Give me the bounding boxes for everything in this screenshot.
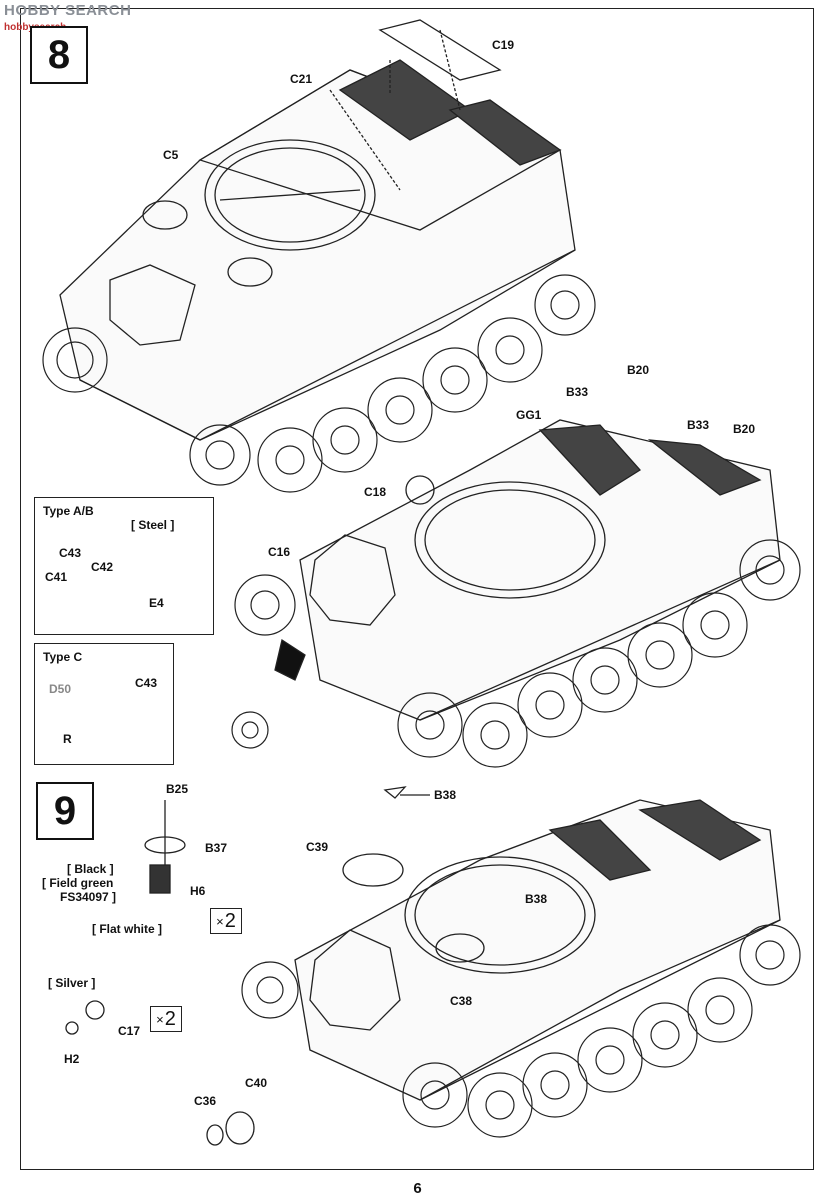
step-9-number: 9 xyxy=(36,782,94,840)
type-c-box: Type C D50 C43 R xyxy=(34,643,174,765)
mult-value-b: 2 xyxy=(164,1007,176,1030)
step-8-number: 8 xyxy=(30,26,88,84)
label-b38-b: B38 xyxy=(525,892,548,906)
label-c19: C19 xyxy=(492,38,515,52)
label-c36: C36 xyxy=(194,1094,217,1108)
label-c40: C40 xyxy=(245,1076,268,1090)
step8-lower-hull-drawing xyxy=(274,419,781,721)
label-c42: C42 xyxy=(91,560,114,574)
label-e4: E4 xyxy=(149,596,164,610)
step8-lower-wheels xyxy=(231,539,801,768)
mult-value-a: 2 xyxy=(224,909,236,932)
label-c5: C5 xyxy=(163,148,179,162)
step9-wheels xyxy=(241,924,801,1138)
label-c38: C38 xyxy=(450,994,473,1008)
label-c17: C17 xyxy=(118,1024,141,1038)
label-c16: C16 xyxy=(268,545,291,559)
label-silver: [ Silver ] xyxy=(48,976,96,990)
label-c43-c: C43 xyxy=(135,676,158,690)
label-c39: C39 xyxy=(306,840,329,854)
page-number: 6 xyxy=(413,1180,422,1197)
label-black: [ Black ] xyxy=(67,862,114,876)
quantity-x2-b: ×2 xyxy=(150,1006,182,1032)
label-b37: B37 xyxy=(205,841,228,855)
step8-upper-hull-drawing xyxy=(59,19,576,441)
label-r: R xyxy=(63,732,72,746)
label-b20-b: B20 xyxy=(733,422,756,436)
label-b25: B25 xyxy=(166,782,189,796)
page-frame xyxy=(20,8,814,1170)
label-steel: [ Steel ] xyxy=(131,518,175,532)
label-d50: D50 xyxy=(49,682,72,696)
type-ab-title: Type A/B xyxy=(43,504,94,518)
mult-sign-b: × xyxy=(156,1011,164,1027)
quantity-x2-a: ×2 xyxy=(210,908,242,934)
label-flat-white: [ Flat white ] xyxy=(92,922,162,936)
label-gg1: GG1 xyxy=(516,408,542,422)
label-h2: H2 xyxy=(64,1052,80,1066)
watermark: HOBBY SEARCH xyxy=(4,2,132,19)
label-b20-a: B20 xyxy=(627,363,650,377)
label-c43-ab: C43 xyxy=(59,546,82,560)
mult-sign-a: × xyxy=(216,913,224,929)
step8-upper-wheels xyxy=(42,274,596,493)
label-fs34097: FS34097 ] xyxy=(60,890,117,904)
label-h6: H6 xyxy=(190,884,206,898)
label-c18: C18 xyxy=(364,485,387,499)
label-b38-a: B38 xyxy=(434,788,457,802)
label-b33-a: B33 xyxy=(566,385,589,399)
type-c-title: Type C xyxy=(43,650,83,664)
label-c21: C21 xyxy=(290,72,313,86)
label-c41: C41 xyxy=(45,570,68,584)
label-field-green: [ Field green xyxy=(42,876,114,890)
step9-periscope-parts xyxy=(65,800,186,1035)
type-ab-box: Type A/B [ Steel ] C43 C42 C41 E4 xyxy=(34,497,214,635)
step9-hull-drawing xyxy=(206,786,781,1146)
label-b33-b: B33 xyxy=(687,418,710,432)
